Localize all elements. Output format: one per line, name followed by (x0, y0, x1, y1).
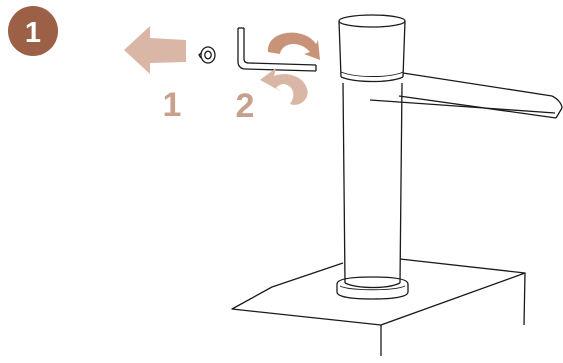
faucet-spout (369, 72, 563, 119)
rotate-icon-back (267, 32, 320, 60)
faucet-body (342, 82, 403, 289)
arrow-left-icon (124, 26, 186, 74)
faucet (336, 14, 563, 300)
substep-1-label: 1 (163, 86, 182, 124)
step-number: 1 (25, 17, 41, 49)
screw-cap-icon (198, 46, 216, 64)
step-badge: 1 (8, 6, 58, 56)
substep-1: 1 (124, 26, 186, 124)
step-badge-circle (8, 6, 58, 56)
substep-2-label: 2 (236, 87, 255, 125)
faucet-base (336, 276, 409, 300)
countertop (231, 258, 526, 356)
faucet-handle (338, 14, 406, 83)
substep-2: 2 (236, 27, 320, 125)
rotate-icon (260, 68, 308, 105)
hex-key-icon (237, 27, 317, 72)
